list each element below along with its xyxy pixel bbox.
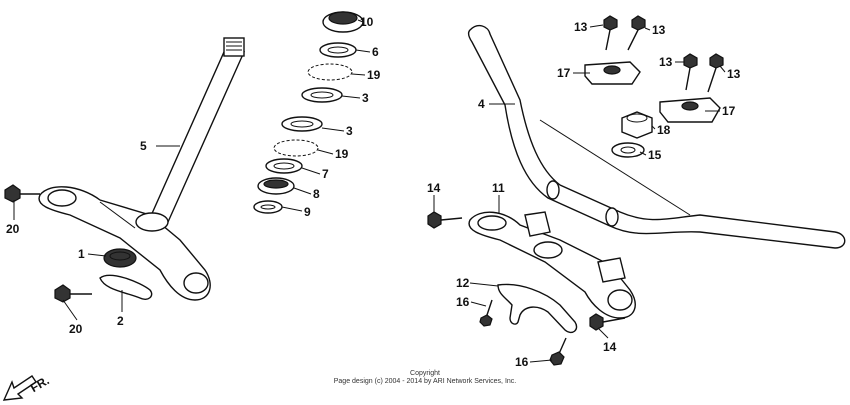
handlebar-holder-17-upper [584, 61, 641, 85]
washer-15 [611, 142, 645, 158]
callout-13-c: 13 [659, 55, 673, 69]
callout-7: 7 [322, 167, 329, 181]
race-7 [265, 158, 303, 174]
callout-1: 1 [78, 247, 85, 261]
callout-17-upper: 17 [557, 66, 571, 80]
callout-20-upper: 20 [6, 222, 20, 236]
callout-17-lower: 17 [722, 104, 736, 118]
callout-20-lower: 20 [69, 322, 83, 336]
cable-guide-1 [103, 248, 137, 268]
callout-13-b: 13 [652, 23, 666, 37]
race-3-lower [281, 116, 323, 132]
nut-18 [621, 111, 653, 139]
callout-16-upper: 16 [456, 295, 470, 309]
lower-bridge [38, 186, 211, 301]
ball-bearing-19-upper [307, 63, 353, 81]
callout-6: 6 [372, 45, 379, 59]
bolt-16-lower [549, 337, 567, 366]
callout-8: 8 [313, 187, 320, 201]
copyright-notice: Page design (c) 2004 - 2014 by ARI Netwo… [333, 378, 517, 385]
callout-5: 5 [140, 139, 147, 153]
dust-seal-8 [257, 177, 295, 195]
bolt-14-lower [589, 313, 626, 331]
callout-16-lower: 16 [515, 355, 529, 369]
leader-lines [13, 19, 726, 363]
bolt-20-lower [54, 284, 92, 303]
bolt-14-upper [427, 211, 463, 229]
callout-12: 12 [456, 276, 470, 290]
callout-15: 15 [648, 148, 662, 162]
ball-bearing-19-lower [273, 139, 319, 157]
steering-stem [149, 37, 246, 223]
callout-18: 18 [657, 123, 671, 137]
bolt-16-upper [479, 299, 493, 327]
callout-2: 2 [117, 314, 124, 328]
bolt-20-upper [4, 184, 40, 203]
callout-10: 10 [360, 15, 374, 29]
copyright-title: Copyright [410, 370, 440, 377]
callout-13-d: 13 [727, 67, 741, 81]
callout-3-upper: 3 [362, 91, 369, 105]
bolt-13-d [707, 53, 724, 93]
callout-13-a: 13 [574, 20, 588, 34]
race-3-upper [301, 87, 343, 103]
callout-3-lower: 3 [346, 124, 353, 138]
cable-clamp-2 [99, 274, 153, 300]
bolt-13-a [603, 15, 618, 51]
bolt-13-c [683, 53, 698, 91]
callout-11: 11 [492, 181, 505, 195]
callout-4: 4 [478, 97, 485, 111]
callout-19-upper: 19 [367, 68, 381, 82]
top-nut-10 [322, 11, 364, 33]
callout-19-lower: 19 [335, 147, 349, 161]
callout-14-upper: 14 [427, 181, 441, 195]
callout-14-lower: 14 [603, 340, 617, 354]
callout-9: 9 [304, 205, 311, 219]
top-bridge-11 [468, 211, 636, 319]
dust-seal-6 [319, 42, 357, 58]
washer-9 [253, 200, 283, 214]
handlebar-holder-17-lower [659, 97, 721, 123]
bolt-13-b [627, 15, 646, 51]
bracket-12 [497, 283, 578, 334]
front-arrow-icon [2, 375, 37, 401]
callout-labels: 5 1 2 20 20 10 6 19 3 3 19 7 8 9 4 11 14… [6, 15, 741, 369]
handlebar-4 [467, 24, 846, 249]
